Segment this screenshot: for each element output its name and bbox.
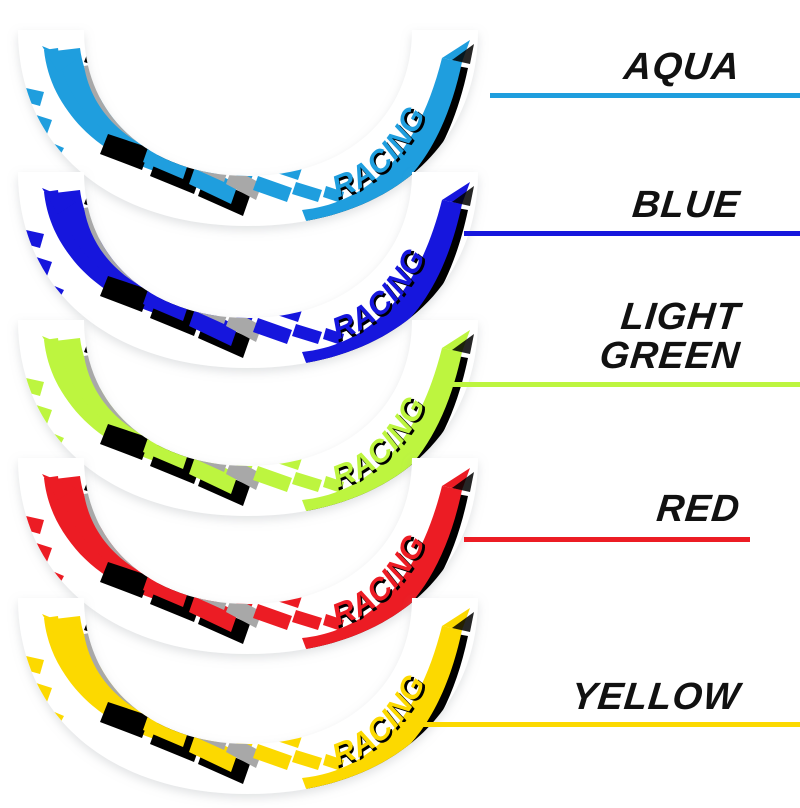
checker-black-top-0-red xyxy=(84,470,124,500)
gray-block-2-aqua xyxy=(226,168,262,200)
color-label-blue: BLUE xyxy=(438,184,742,226)
connector-line-blue xyxy=(464,231,800,236)
trail-dash-0-aqua xyxy=(253,176,292,202)
checker-color-1-blue xyxy=(189,306,238,346)
right-arc-red xyxy=(302,486,462,654)
trail-dash-2-blue xyxy=(323,328,344,345)
connector-line-red xyxy=(464,537,750,542)
rim-band-blue xyxy=(18,172,478,368)
checker-black-bottom-0-light-green xyxy=(100,424,150,460)
right-arc-tip-shadow-light-green xyxy=(452,334,474,354)
checker-black-top-2-blue xyxy=(132,250,178,290)
trail-dash-2-aqua xyxy=(323,186,344,203)
checker-color-1-yellow xyxy=(189,732,238,772)
right-arc-tip-shadow-yellow xyxy=(452,612,474,632)
checker-black-bottom-0-aqua xyxy=(100,134,150,170)
checker-black-top-1-blue xyxy=(104,216,150,252)
trail-dash-1-yellow xyxy=(292,750,322,770)
checker-color-2-aqua xyxy=(166,124,206,158)
gray-block-2-light-green xyxy=(226,458,262,490)
checker-black-bottom-0-yellow xyxy=(100,702,150,738)
color-label-text-yellow: YELLOW xyxy=(569,676,743,718)
right-arc-blue xyxy=(302,200,462,368)
trail-dash-2-light-green xyxy=(323,476,344,493)
checker-color-2-light-green xyxy=(166,414,206,448)
trail-dash-1-light-green xyxy=(292,472,322,492)
checker-black-top-2-light-green xyxy=(132,398,178,438)
checker-black-top-0-aqua xyxy=(84,42,124,72)
connector-line-aqua xyxy=(490,93,800,98)
color-label-text-light-green-0: LIGHT xyxy=(618,296,743,338)
rim-band-yellow xyxy=(18,598,478,794)
checker-color-2-blue xyxy=(166,266,206,300)
checker-black-top-0-yellow xyxy=(84,610,124,640)
sweep-arrow-head-yellow xyxy=(42,614,76,640)
checker-black-bottom-0-blue xyxy=(100,276,150,312)
rim-band-red xyxy=(18,458,478,654)
trail-dash-0-yellow xyxy=(253,744,292,770)
checker-black-top-2-yellow xyxy=(132,676,178,716)
right-arc-tip-shadow-blue xyxy=(452,186,474,206)
gray-block-2-red xyxy=(226,596,262,628)
color-label-text-aqua: AQUA xyxy=(621,46,743,88)
checker-black-top-0-light-green xyxy=(84,332,124,362)
trail-dash-2-yellow xyxy=(323,754,344,771)
sweep-arrow-head-blue xyxy=(42,188,76,214)
tick-right-0-yellow xyxy=(316,790,346,794)
trail-dash-1-aqua xyxy=(292,182,322,202)
right-arc-tip-shadow-aqua xyxy=(452,44,474,64)
color-label-text-light-green-1: GREEN xyxy=(597,334,743,377)
color-label-aqua: AQUA xyxy=(438,46,742,88)
trail-dash-1-red xyxy=(292,610,322,630)
checker-black-top-0-blue xyxy=(84,184,124,214)
color-label-yellow: YELLOW xyxy=(438,676,742,718)
right-arc-tip-shadow-red xyxy=(452,472,474,492)
checker-black-top-1-aqua xyxy=(104,74,150,110)
rim-band-light-green xyxy=(18,320,478,516)
right-arc-light-green xyxy=(302,348,462,516)
color-label-text-red: RED xyxy=(654,488,743,530)
trail-dash-1-blue xyxy=(292,324,322,344)
checker-color-1-aqua xyxy=(189,164,238,204)
checker-black-top-1-yellow xyxy=(104,642,150,678)
connector-line-yellow xyxy=(400,722,800,727)
trail-dash-2-red xyxy=(323,614,344,631)
sweep-arrow-head-light-green xyxy=(42,336,76,362)
gray-block-2-yellow xyxy=(226,736,262,768)
tick-right-2-yellow xyxy=(394,766,419,788)
checker-color-1-light-green xyxy=(189,454,238,494)
trail-dash-0-blue xyxy=(253,318,292,344)
right-arc-yellow xyxy=(302,626,462,794)
gray-block-2-blue xyxy=(226,310,262,342)
checker-color-2-red xyxy=(166,552,206,586)
checker-color-2-yellow xyxy=(166,692,206,726)
connector-line-light-green xyxy=(444,382,800,387)
right-arc-aqua xyxy=(302,58,462,226)
tick-right-1-yellow xyxy=(354,781,384,794)
checker-black-top-1-light-green xyxy=(104,364,150,400)
checker-black-top-2-aqua xyxy=(132,108,178,148)
color-label-text-blue: BLUE xyxy=(630,184,743,226)
trail-dash-0-light-green xyxy=(253,466,292,492)
rim-band-aqua xyxy=(18,30,478,226)
color-label-red: RED xyxy=(438,488,743,530)
checker-color-1-red xyxy=(189,592,238,632)
checker-black-bottom-0-red xyxy=(100,562,150,598)
trail-dash-0-red xyxy=(253,604,292,630)
checker-black-top-1-red xyxy=(104,502,150,538)
sweep-arrow-head-aqua xyxy=(42,46,76,72)
checker-black-top-2-red xyxy=(132,536,178,576)
sweep-arrow-head-red xyxy=(42,474,76,500)
